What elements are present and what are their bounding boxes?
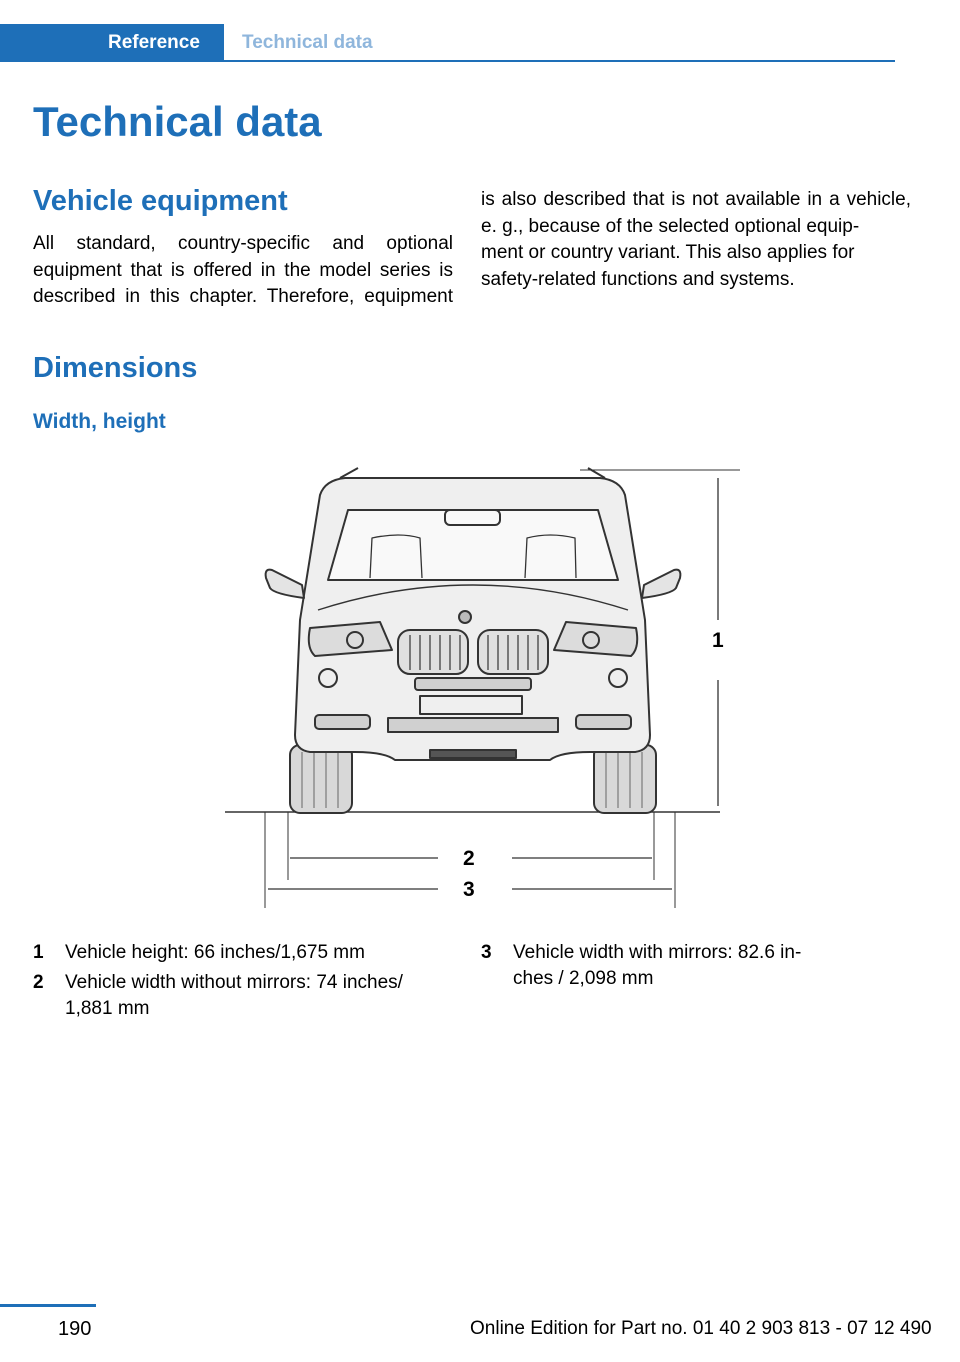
legend-text: 1,881 mm — [65, 998, 150, 1019]
header-bar: Reference Technical data — [0, 24, 895, 62]
page-number: 190 — [58, 1318, 92, 1340]
tab-reference[interactable]: Reference — [0, 24, 224, 62]
vehicle-equipment-text-left: All standard, country-specific and optio… — [33, 231, 453, 311]
figure-label-1: 1 — [712, 629, 724, 652]
tab-technical-data[interactable]: Technical data — [242, 32, 373, 53]
text-line: e. g., because of the selected optional … — [481, 215, 860, 237]
section-heading-vehicle-equipment: Vehicle equipment — [33, 185, 288, 217]
legend-text: Vehicle width without mirrors: 74 inches… — [65, 972, 403, 993]
subheading-width-height: Width, height — [33, 410, 166, 433]
legend-number: 3 — [481, 942, 492, 963]
edition-note: Online Edition for Part no. 01 40 2 903 … — [470, 1318, 932, 1339]
figure-label-3: 3 — [463, 878, 475, 901]
text-line: equipment that is offered in the model s… — [33, 259, 453, 281]
vehicle-dimensions-figure: 1 2 3 — [225, 467, 740, 908]
figure-label-2: 2 — [463, 847, 475, 870]
text-line: All standard, country-specific and optio… — [33, 233, 453, 254]
legend-text: Vehicle height: 66 inches/1,675 mm — [65, 942, 365, 963]
header-rule — [0, 60, 895, 62]
page-title: Technical data — [33, 98, 322, 145]
legend-number: 1 — [33, 942, 44, 963]
footer-rule — [0, 1304, 96, 1307]
section-heading-dimensions: Dimensions — [33, 352, 198, 384]
text-line: safety-related functions and systems. — [481, 268, 795, 290]
legend-text: ches / 2,098 mm — [513, 968, 654, 989]
text-line: ment or country variant. This also appli… — [481, 242, 855, 263]
text-line: is also described that is not available … — [481, 189, 911, 210]
vehicle-equipment-text-right: is also described that is not available … — [481, 187, 911, 293]
legend-number: 2 — [33, 972, 44, 993]
text-line: described in this chapter. Therefore, eq… — [33, 286, 453, 307]
legend-text: Vehicle width with mirrors: 82.6 in- — [513, 942, 802, 963]
